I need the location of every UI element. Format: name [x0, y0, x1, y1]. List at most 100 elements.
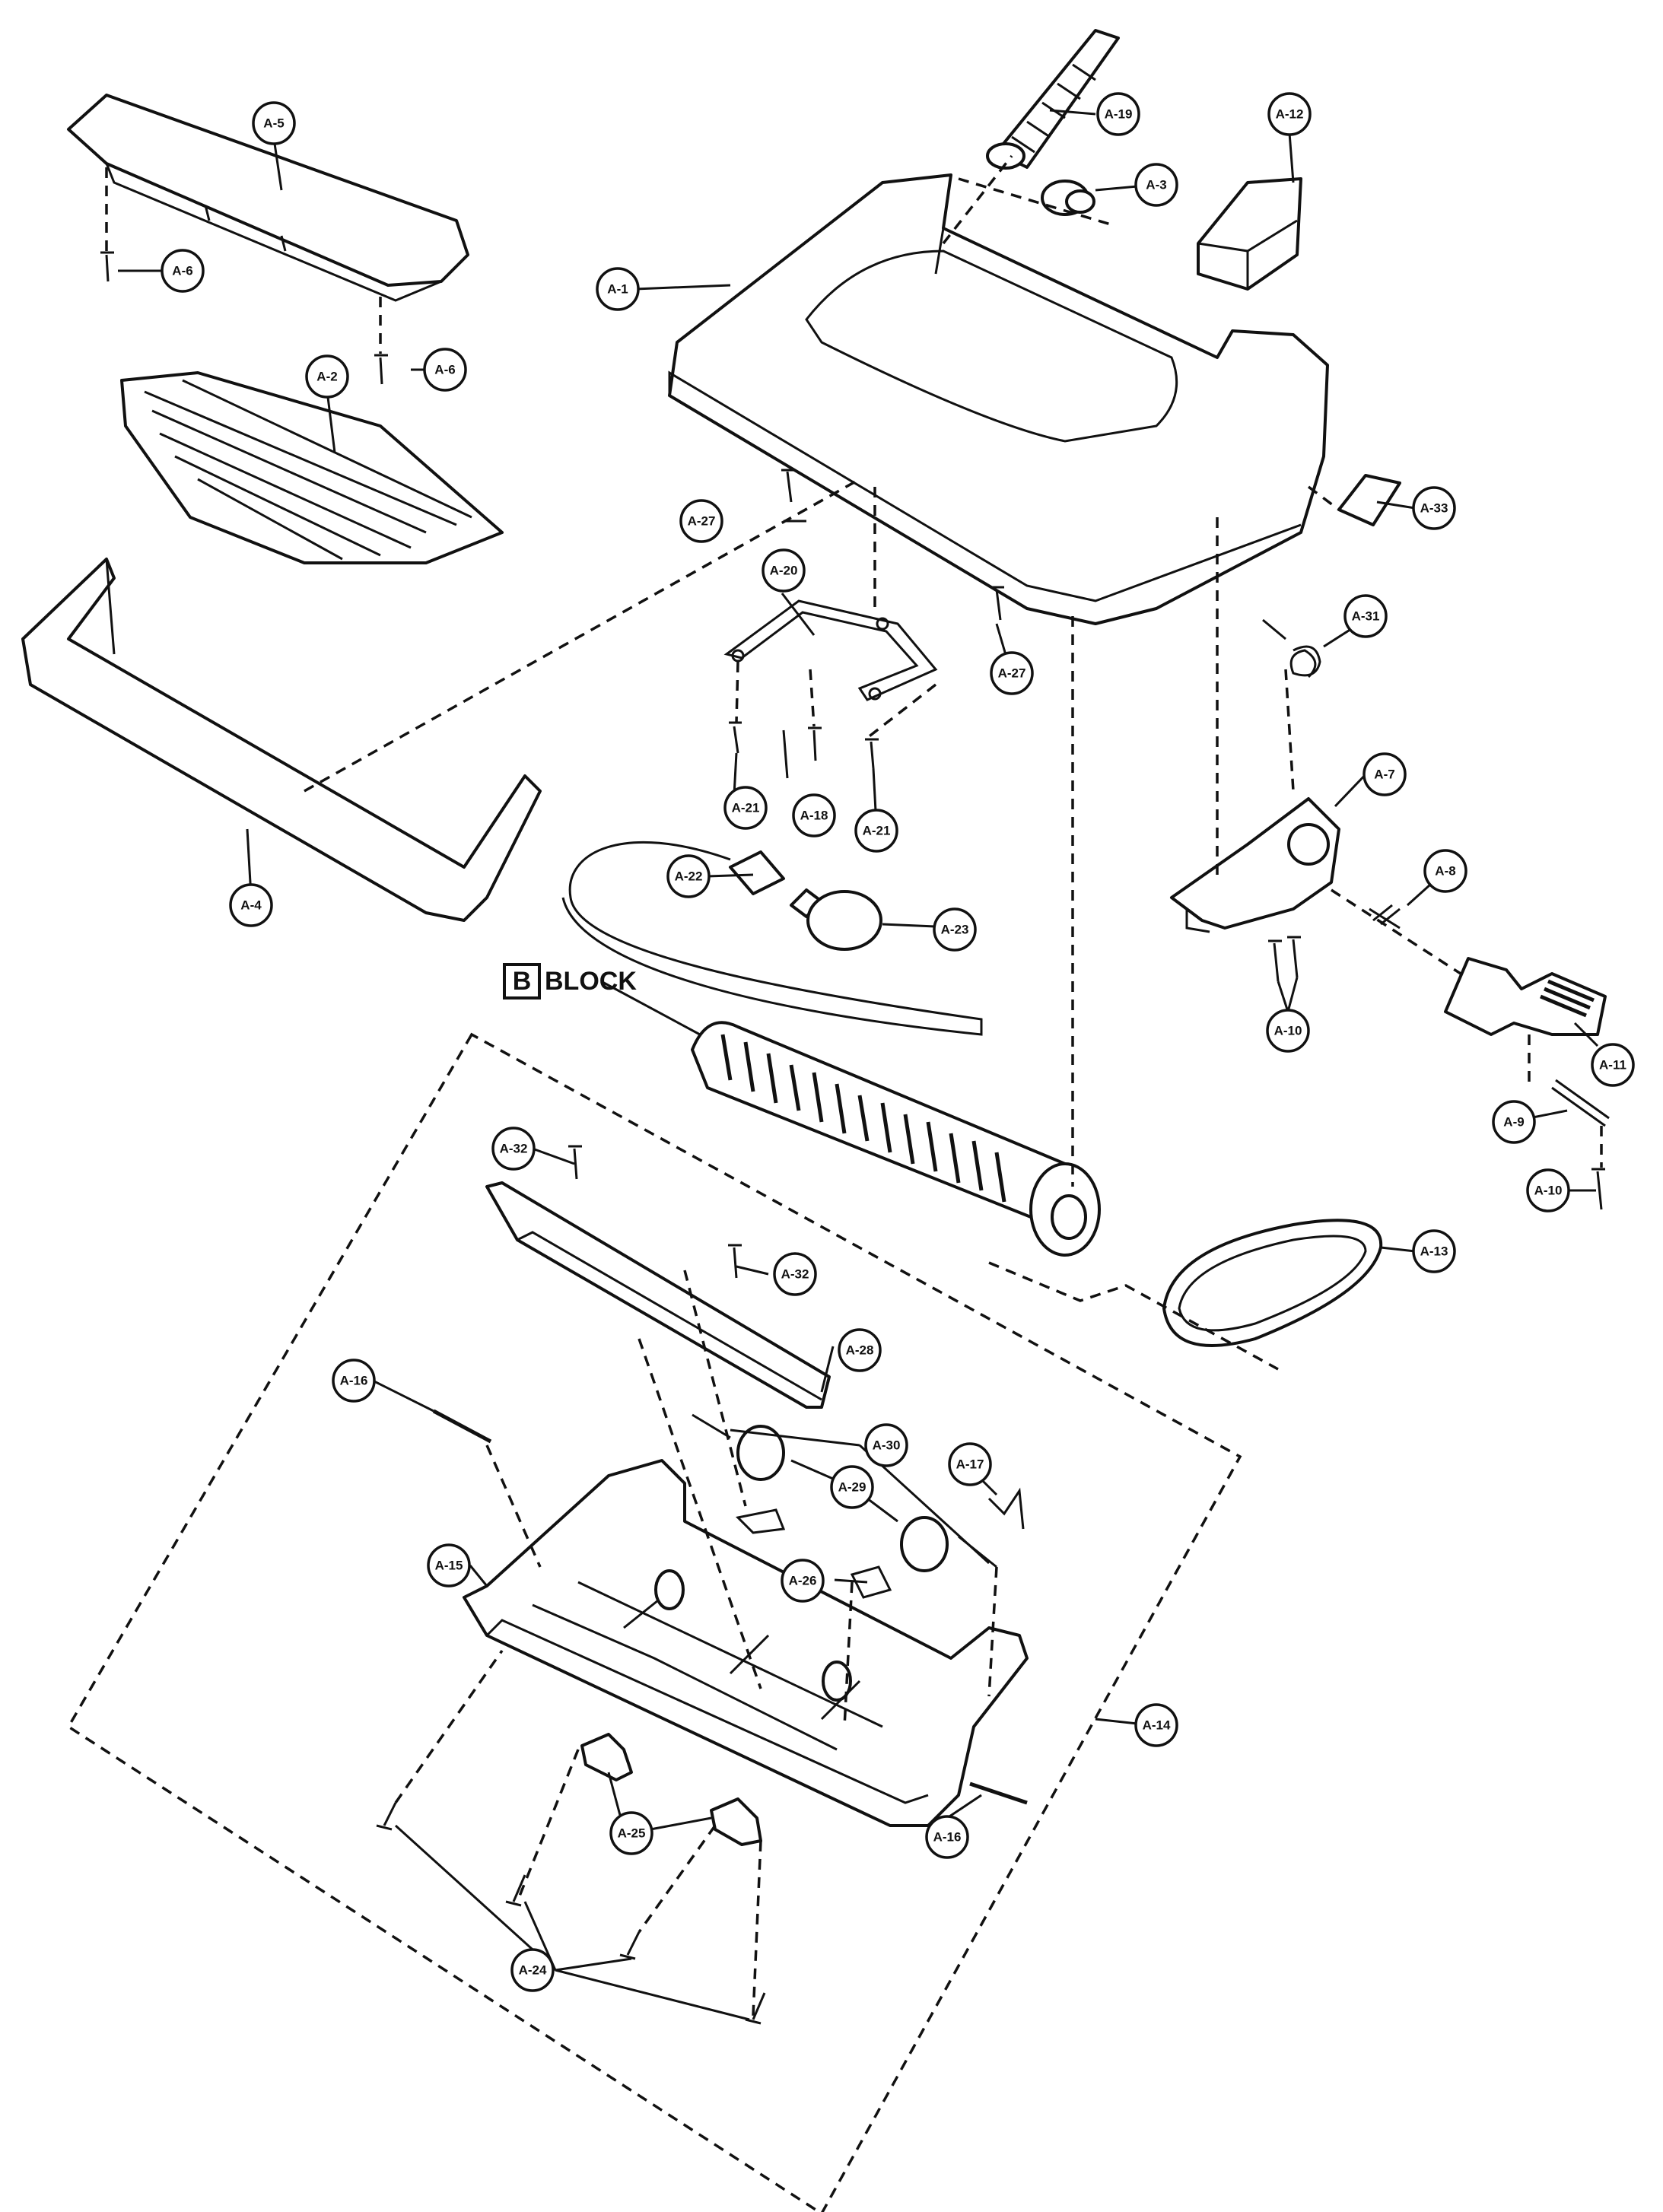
block-letter: B: [513, 967, 532, 996]
svg-text:A-1: A-1: [607, 282, 628, 297]
svg-text:A-19: A-19: [1105, 107, 1133, 122]
callout-a24: A-24: [510, 1948, 555, 1992]
callout-a14: A-14: [1134, 1703, 1178, 1747]
callout-a7: A-7: [1363, 752, 1407, 796]
part-a32-screws: [568, 1145, 742, 1279]
callout-a9: A-9: [1492, 1100, 1536, 1144]
svg-text:A-27: A-27: [688, 514, 716, 529]
callout-a10-lower: A-10: [1526, 1168, 1570, 1212]
part-a23-bulb: [790, 888, 882, 951]
callout-a8: A-8: [1423, 849, 1467, 893]
svg-text:A-10: A-10: [1274, 1024, 1302, 1038]
callout-a23: A-23: [933, 907, 977, 952]
callout-a31: A-31: [1343, 594, 1388, 638]
svg-text:A-30: A-30: [873, 1438, 901, 1453]
part-a5-top-cover: [67, 94, 469, 302]
svg-text:A-3: A-3: [1146, 178, 1166, 192]
callout-a30: A-30: [864, 1423, 908, 1467]
callout-a10-upper: A-10: [1266, 1009, 1310, 1053]
part-a1-main-housing: [668, 173, 1329, 625]
callout-a29: A-29: [830, 1465, 874, 1509]
leader-lines: [118, 109, 1599, 2021]
callout-a26: A-26: [781, 1559, 825, 1603]
part-a15-base-frame: [463, 1459, 1029, 1827]
part-a4-front-bumper: [21, 558, 542, 922]
svg-text:A-31: A-31: [1352, 609, 1380, 624]
part-a2-grille: [120, 371, 504, 564]
callout-a3: A-3: [1134, 163, 1178, 207]
callout-a13: A-13: [1412, 1229, 1456, 1273]
callout-a12: A-12: [1267, 92, 1312, 136]
svg-text:A-12: A-12: [1276, 107, 1304, 122]
callout-a2: A-2: [305, 354, 349, 399]
svg-text:A-6: A-6: [434, 363, 455, 377]
part-a22-socket-wire: [561, 841, 983, 1036]
svg-text:A-21: A-21: [732, 801, 760, 815]
callout-a33: A-33: [1412, 486, 1456, 530]
svg-text:A-25: A-25: [618, 1826, 646, 1841]
callout-a32-lower: A-32: [773, 1252, 817, 1296]
callout-a5: A-5: [252, 101, 296, 145]
callout-a28: A-28: [838, 1328, 882, 1372]
callout-a21-right: A-21: [854, 809, 898, 853]
callout-a27-right: A-27: [990, 651, 1034, 695]
callout-a6-lower: A-6: [423, 348, 467, 392]
svg-text:A-11: A-11: [1599, 1058, 1626, 1073]
svg-text:A-33: A-33: [1420, 501, 1448, 516]
part-a24-screws: [376, 1802, 766, 2025]
part-a19-hose: [986, 29, 1120, 170]
block-label: B BLOCK: [503, 963, 637, 1000]
callout-a16-lower: A-16: [925, 1815, 969, 1859]
part-a26-clips: [735, 1487, 1025, 1599]
part-a29-a30-wheels: [692, 1413, 997, 1572]
svg-text:A-16: A-16: [340, 1374, 368, 1388]
callout-a18: A-18: [792, 793, 836, 837]
callout-a1: A-1: [596, 267, 640, 311]
svg-text:A-4: A-4: [240, 898, 262, 913]
svg-text:A-32: A-32: [781, 1267, 809, 1282]
callout-a21-left: A-21: [723, 786, 768, 830]
svg-text:A-20: A-20: [770, 564, 798, 578]
callouts: A-1 A-2 A-3 A-4 A-5 A-6 A-6 A-7 A-8 A-9 …: [161, 92, 1635, 1992]
svg-text:A-8: A-8: [1435, 864, 1455, 879]
part-brushroll: [691, 1021, 1101, 1257]
svg-text:A-9: A-9: [1503, 1115, 1524, 1130]
svg-text:A-17: A-17: [956, 1457, 984, 1472]
callout-a17: A-17: [948, 1442, 992, 1486]
part-a10-screws: [1268, 936, 1605, 1210]
svg-text:A-26: A-26: [789, 1574, 817, 1588]
svg-text:A-10: A-10: [1534, 1184, 1563, 1198]
part-a20-bracket: [723, 599, 938, 701]
svg-text:A-23: A-23: [941, 923, 969, 937]
part-a33-filter-pad: [1337, 474, 1401, 526]
svg-text:A-28: A-28: [846, 1343, 874, 1358]
svg-text:A-13: A-13: [1420, 1244, 1448, 1259]
callout-a27-left: A-27: [679, 499, 723, 543]
part-a13-belt: [1162, 1219, 1383, 1347]
part-a3-small-fitting: [1041, 180, 1095, 216]
svg-text:A-5: A-5: [263, 116, 284, 131]
svg-text:A-2: A-2: [316, 370, 337, 384]
callout-a15: A-15: [427, 1543, 471, 1587]
svg-text:A-32: A-32: [500, 1142, 528, 1156]
callout-a19: A-19: [1096, 92, 1140, 136]
part-a28-sole-plate: [485, 1181, 831, 1409]
part-a16-springs: [432, 1409, 1028, 1805]
part-a8-spring: [1369, 904, 1401, 930]
svg-text:A-16: A-16: [933, 1830, 962, 1845]
block-word: BLOCK: [545, 967, 637, 996]
svg-text:A-7: A-7: [1374, 768, 1394, 782]
callout-a25: A-25: [609, 1811, 653, 1855]
part-a25-latches: [580, 1733, 762, 1846]
callout-a4: A-4: [229, 883, 273, 927]
assembly-guide-lines: [66, 154, 1603, 2212]
part-a31-spring: [1262, 618, 1321, 679]
svg-text:A-22: A-22: [675, 869, 703, 884]
part-a7-pedal-bracket: [1170, 797, 1340, 933]
svg-text:A-18: A-18: [800, 809, 828, 823]
svg-text:A-21: A-21: [863, 824, 891, 838]
callout-a22: A-22: [666, 854, 711, 898]
callout-a16-upper: A-16: [332, 1359, 376, 1403]
callout-a20: A-20: [762, 548, 806, 593]
callout-a6-upper: A-6: [161, 249, 205, 293]
